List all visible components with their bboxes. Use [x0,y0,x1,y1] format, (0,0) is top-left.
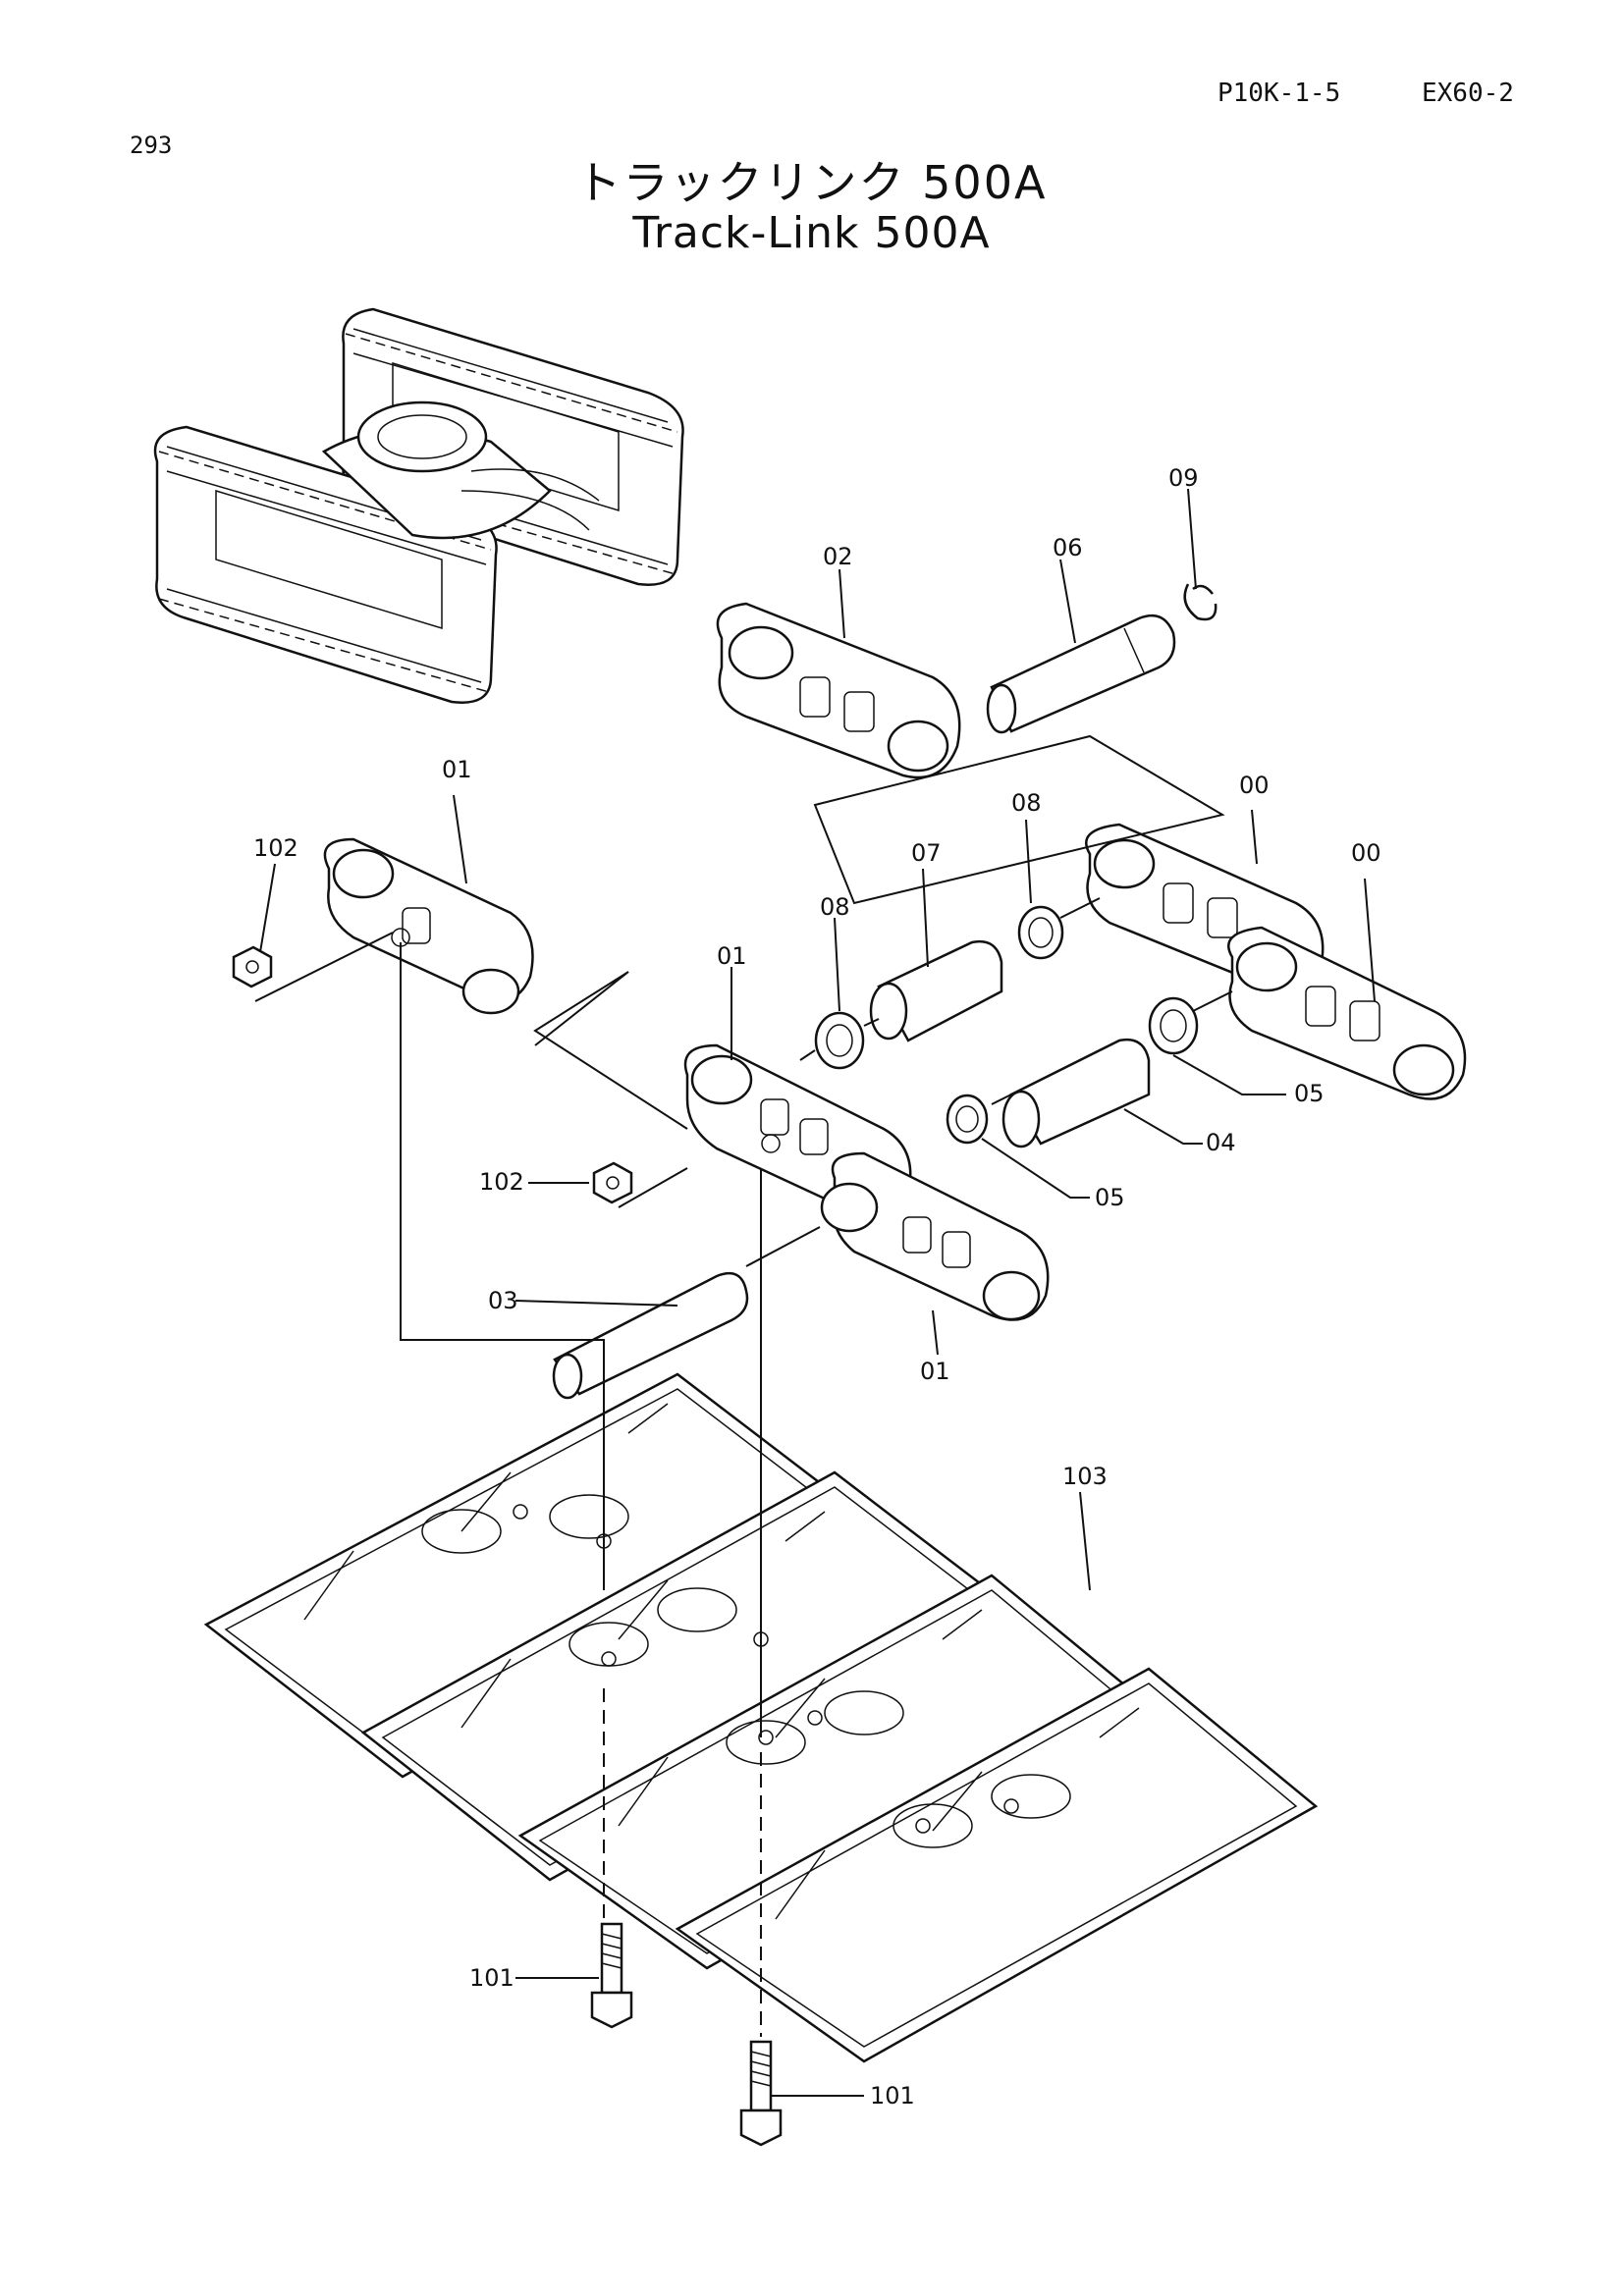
callout-08-top: 08 [1011,789,1042,817]
callout-07: 07 [911,839,942,867]
callout-00-b: 00 [1351,839,1381,867]
part-101-bolt-right [739,2040,783,2147]
callout-04: 04 [1206,1129,1236,1156]
callout-09: 09 [1168,464,1199,492]
part-03-pin [552,1271,749,1400]
callout-101-left: 101 [469,1964,514,1992]
part-102-nut-mid [592,1161,633,1204]
model-code: EX60-2 [1422,79,1514,108]
callout-102-top: 102 [253,834,298,862]
part-05-seal-mid [946,1094,989,1145]
callout-101-right: 101 [870,2082,915,2109]
callout-02: 02 [823,543,853,570]
callout-05-right: 05 [1294,1080,1325,1107]
callout-01-mid: 01 [717,942,747,970]
part-08-seal-top [1017,905,1064,960]
page-number: 293 [130,132,173,159]
part-02-link [716,602,961,779]
part-01-link-left [323,837,534,1015]
part-00-link-lower [1227,926,1467,1100]
callout-06: 06 [1053,534,1083,561]
part-08-seal-mid [814,1011,865,1070]
callout-leaders [259,488,1376,2097]
part-01-link-center [683,1043,1050,1321]
part-101-bolt-left [590,1922,633,2029]
part-103-track-shoes [203,1372,1319,2063]
callout-102-mid: 102 [479,1168,524,1196]
part-05-seal-right [1148,996,1199,1055]
callout-103: 103 [1062,1463,1108,1490]
callout-01-top: 01 [442,756,472,783]
part-102-nut-top [232,945,273,988]
title-japanese: トラックリンク 500A [575,156,1048,209]
callout-05-mid: 05 [1095,1184,1125,1211]
part-09-ring [1183,583,1217,621]
callout-labels: 09 02 06 01 08 00 00 102 07 08 01 05 04 … [253,464,1381,2109]
title-english: Track-Link 500A [632,208,991,258]
callout-03: 03 [488,1287,518,1314]
part-06-pin [986,614,1176,734]
undercarriage-overview-illustration [153,307,684,704]
callout-00-a: 00 [1239,772,1270,799]
part-04-bushing [1001,1038,1151,1148]
callout-08-mid: 08 [820,893,850,921]
page-code: P10K-1-5 [1217,79,1341,108]
callout-01-bottom: 01 [920,1358,950,1385]
part-07-bushing [869,939,1003,1042]
assembly-guide-lines [254,734,1233,2037]
